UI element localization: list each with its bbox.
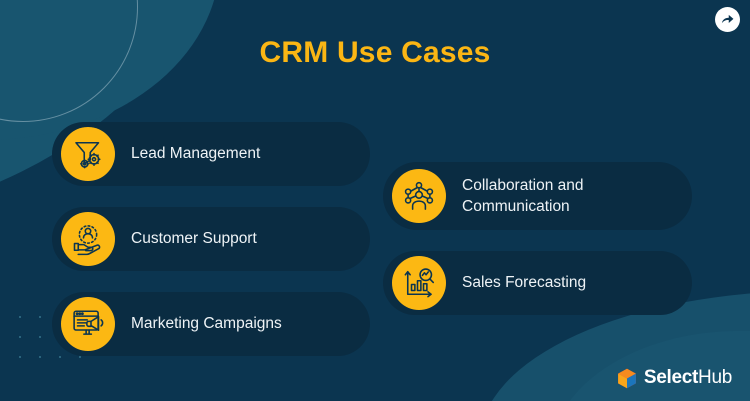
- hand-person-icon: [61, 212, 115, 266]
- right-card-column: Collaboration and Communication Sales Fo…: [383, 162, 692, 315]
- share-arrow-icon: [720, 12, 735, 27]
- card-label: Marketing Campaigns: [131, 315, 282, 333]
- card-label: Lead Management: [131, 145, 261, 163]
- monitor-megaphone-icon: [61, 297, 115, 351]
- card-label-line2: Communication: [462, 198, 570, 215]
- card-lead-management[interactable]: Lead Management: [52, 122, 370, 186]
- left-card-column: Lead Management Customer Support: [52, 122, 370, 356]
- selecthub-wordmark: SelectHub: [644, 367, 732, 389]
- card-label: Sales Forecasting: [462, 274, 587, 292]
- card-marketing-campaigns[interactable]: Marketing Campaigns: [52, 292, 370, 356]
- selecthub-cube-icon: [617, 368, 637, 389]
- card-collaboration-and-communication[interactable]: Collaboration and Communication: [383, 162, 692, 230]
- network-people-icon: [392, 169, 446, 223]
- share-button[interactable]: [715, 7, 740, 32]
- card-customer-support[interactable]: Customer Support: [52, 207, 370, 271]
- logo-name-bold: Select: [643, 367, 699, 388]
- card-label: Customer Support: [131, 230, 257, 248]
- card-label: Collaboration and Communication: [462, 175, 596, 218]
- logo-name-light: Hub: [698, 367, 732, 388]
- selecthub-logo[interactable]: SelectHub: [617, 367, 732, 389]
- funnel-gears-icon: [61, 127, 115, 181]
- bar-chart-magnifier-icon: [392, 256, 446, 310]
- card-sales-forecasting[interactable]: Sales Forecasting: [383, 251, 692, 315]
- page-title: CRM Use Cases: [259, 36, 491, 69]
- card-label-line1: Collaboration and: [462, 176, 584, 194]
- top-left-wave-shape-2: [0, 0, 220, 140]
- bottom-right-wave-shape-2: [550, 331, 750, 401]
